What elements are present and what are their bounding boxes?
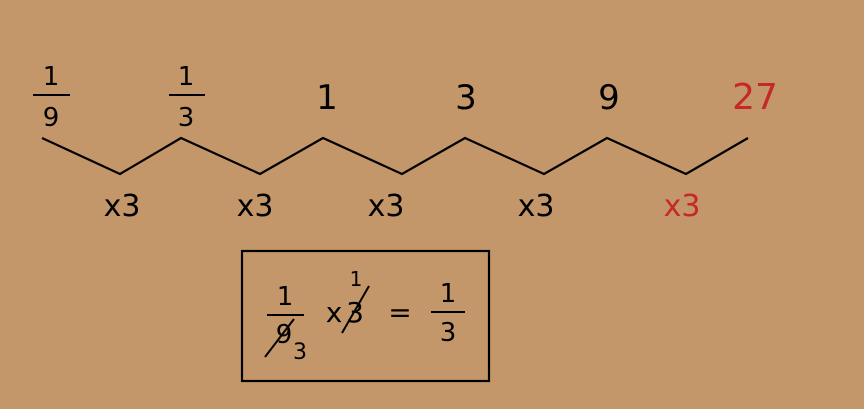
box-result-fraction: 1 3 [431,279,465,348]
multiplier-label-0: x3 [104,189,141,224]
worked-example-box [240,249,491,383]
term-0-numerator: 1 [43,62,60,92]
sequence-term-3: 3 [455,78,477,118]
box-multiplier-strike [341,285,370,334]
sequence-term-1: 1 3 [169,62,205,133]
term-1-denominator: 3 [178,103,195,133]
multiplier-label-4: x3 [664,189,701,224]
sequence-term-0: 1 9 [33,62,70,133]
multiplier-label-1: x3 [237,189,274,224]
multiplier-label-2: x3 [368,189,405,224]
sequence-term-2: 1 [316,78,338,118]
box-result-numerator: 1 [440,279,457,309]
sequence-term-5: 27 [732,77,778,118]
box-denominator-reduced: 3 [293,340,307,365]
term-0-denominator: 9 [43,103,60,133]
box-result-denominator: 3 [440,318,457,348]
box-denominator-strike [264,318,295,358]
sequence-term-4: 9 [598,78,620,118]
box-fraction: 1 9 3 [264,282,307,365]
term-1-numerator: 1 [178,62,195,92]
box-multiplier: x 3 1 [326,267,370,334]
box-multiplier-reduced: 1 [350,267,363,291]
box-fraction-numerator: 1 [277,282,294,312]
multiplier-label-3: x3 [518,189,555,224]
box-multiplier-prefix: x [326,296,343,329]
box-equals-sign: = [388,296,411,329]
zigzag-line [41,136,749,176]
